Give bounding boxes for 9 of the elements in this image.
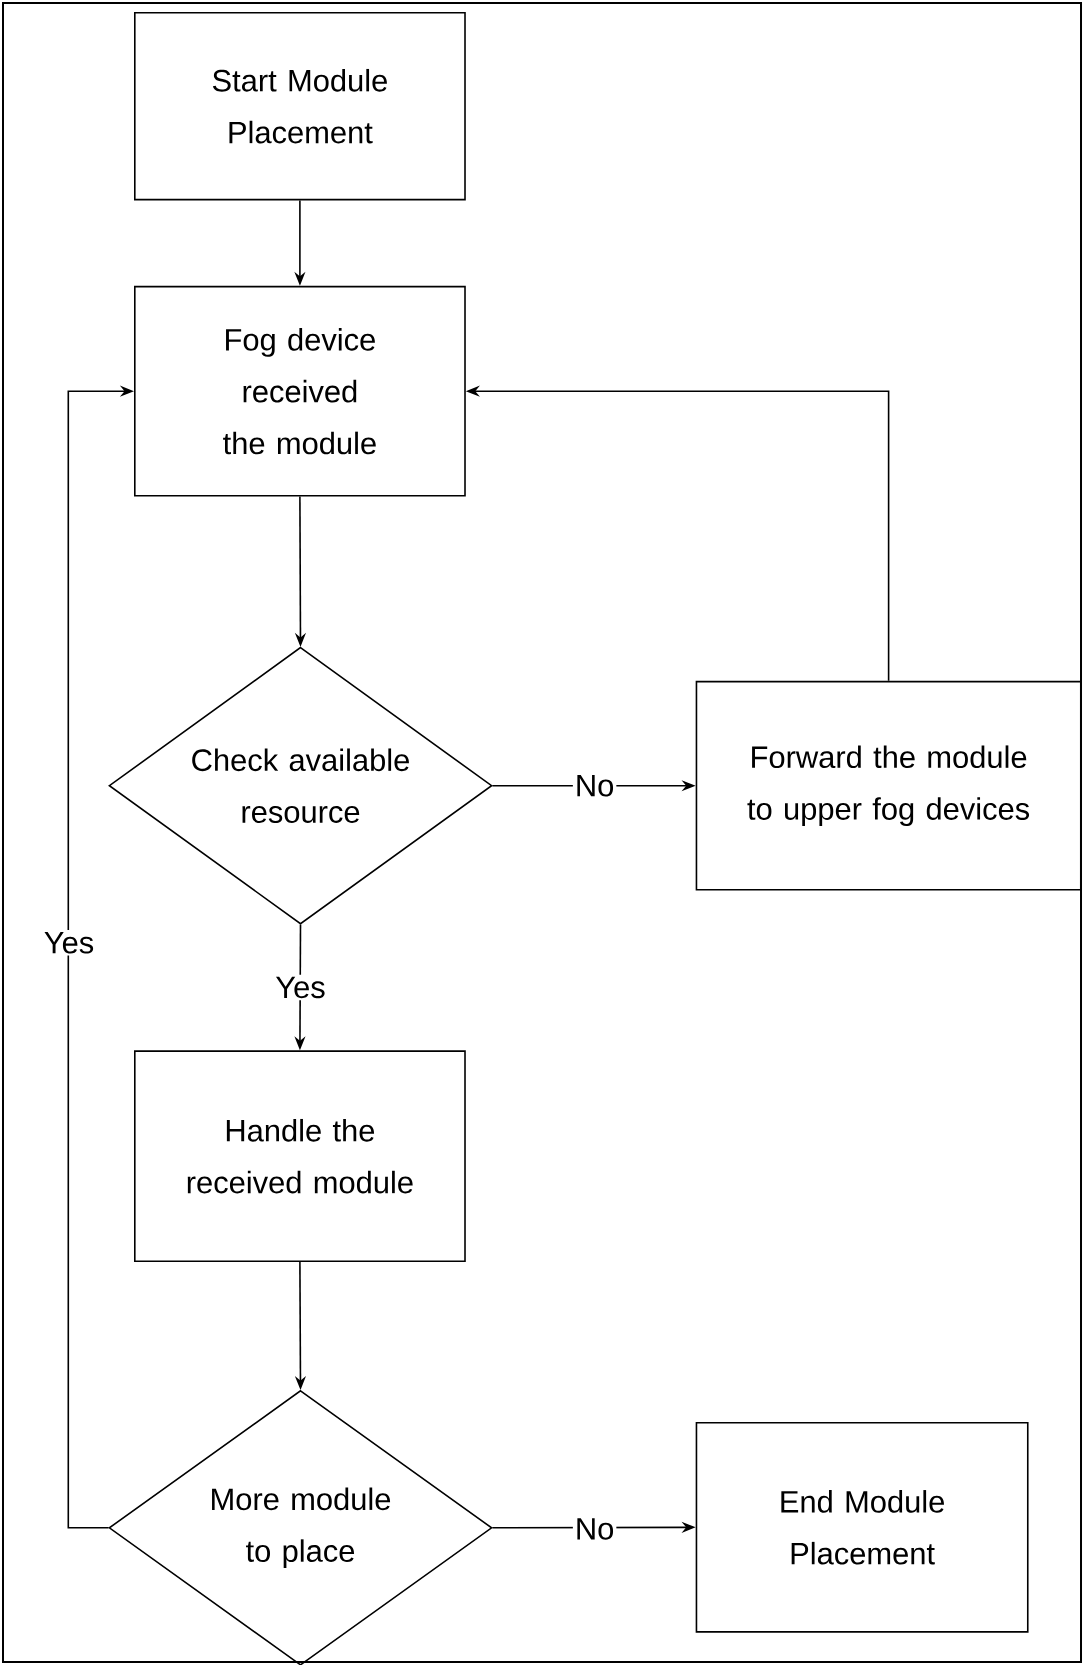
edge-label: Yes xyxy=(273,974,328,1001)
process-box: Forward the module to upper fog devices xyxy=(695,680,1082,891)
process-box: Start Module Placement xyxy=(134,11,466,201)
process-box: Handle the received module xyxy=(134,1050,466,1263)
edge-label: Yes xyxy=(41,930,97,956)
edge-label: No xyxy=(572,772,617,799)
process-box: End Module Placement xyxy=(695,1421,1029,1633)
edge-label: No xyxy=(572,1516,617,1542)
process-box: Fog device received the module xyxy=(134,285,466,497)
